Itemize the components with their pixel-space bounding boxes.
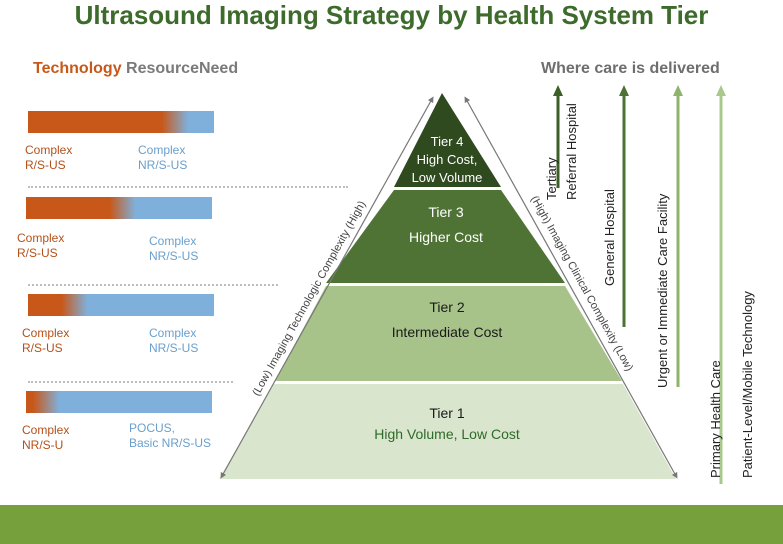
bar-3-right-label-line-2: NR/S-US <box>149 341 199 355</box>
bar-1-right-label-line-2: NR/S-US <box>138 158 188 172</box>
bar-3-left-label: Complex R/S-US <box>22 326 69 356</box>
bar-2-left-label: Complex R/S-US <box>17 231 64 261</box>
tier-1-name: Tier 1 <box>429 405 464 421</box>
care-site-urgent-care: Urgent or Immediate Care Facility <box>655 193 670 388</box>
bar-3-left-label-line-2: R/S-US <box>22 341 63 355</box>
bar-4-right-label-line-1: POCUS, <box>129 421 176 435</box>
tier-2-line-1: Intermediate Cost <box>392 324 503 340</box>
bar-4-right-label: POCUS, Basic NR/S-US <box>129 421 211 451</box>
care-site-tertiary: Tertiary <box>544 157 559 200</box>
divider-1 <box>28 186 348 188</box>
tier-3-line-1: Higher Cost <box>409 229 483 245</box>
tier-4-name: Tier 4 <box>431 134 464 149</box>
tier-2-name: Tier 2 <box>429 299 464 315</box>
care-site-general-hospital: General Hospital <box>602 189 617 286</box>
resource-bar-3 <box>28 294 214 316</box>
bar-4-left-label-line-2: NR/S-U <box>22 438 64 452</box>
care-site-referral-hospital: Referral Hospital <box>564 103 579 200</box>
care-site-primary-health-care: Primary Health Care <box>708 360 723 478</box>
bar-2-right-label-line-1: Complex <box>149 234 197 248</box>
resource-bar-2 <box>26 197 212 219</box>
divider-2 <box>28 284 278 286</box>
bar-4-right-label-line-2: Basic NR/S-US <box>129 436 212 450</box>
bar-1-left-label-line-2: R/S-US <box>25 158 66 172</box>
technology-resource-need-header: Technology ResourceNeed <box>33 60 238 78</box>
bar-2-left-label-line-1: Complex <box>17 231 65 245</box>
bar-2-left-label-line-2: R/S-US <box>17 246 58 260</box>
general-hospital-arrow-head <box>619 85 629 96</box>
bar-1-left-label: Complex R/S-US <box>25 143 72 173</box>
header-resource: Resource <box>126 60 199 77</box>
tertiary-arrow-head <box>553 85 563 96</box>
header-technology: Technology <box>33 60 122 77</box>
header-need: Need <box>198 60 239 77</box>
bar-3-right-label: Complex NR/S-US <box>149 326 198 356</box>
footer-band <box>0 505 783 544</box>
bar-3-left-label-line-1: Complex <box>22 326 70 340</box>
tier-4-line-1: High Cost, <box>417 152 478 167</box>
bar-3-right-label-line-1: Complex <box>149 326 197 340</box>
bar-2-right-label: Complex NR/S-US <box>149 234 198 264</box>
bar-4-left-label: Complex NR/S-U <box>22 423 69 453</box>
clinical-complexity-arrow <box>464 96 678 479</box>
where-care-delivered-header: Where care is delivered <box>541 60 720 77</box>
primary-care-arrow-head <box>716 85 726 96</box>
bar-2-right-label-line-2: NR/S-US <box>149 249 199 263</box>
care-site-arrows <box>553 85 726 484</box>
bar-1-right-label-line-1: Complex <box>138 143 186 157</box>
resource-bar-1 <box>28 111 214 133</box>
tier-4-line-2: Low Volume <box>412 170 483 185</box>
tier-3-name: Tier 3 <box>428 204 463 220</box>
resource-bar-4 <box>26 391 212 413</box>
divider-3 <box>28 381 233 383</box>
bar-4-left-label-line-1: Complex <box>22 423 70 437</box>
bar-1-right-label: Complex NR/S-US <box>138 143 187 173</box>
page-title: Ultrasound Imaging Strategy by Health Sy… <box>74 0 709 30</box>
bar-1-left-label-line-1: Complex <box>25 143 73 157</box>
technologic-complexity-arrow <box>220 96 434 479</box>
tier-1-line-1: High Volume, Low Cost <box>374 426 520 442</box>
care-site-patient-level: Patient-Level/Mobile Technology <box>740 291 755 478</box>
urgent-care-arrow-head <box>673 85 683 96</box>
